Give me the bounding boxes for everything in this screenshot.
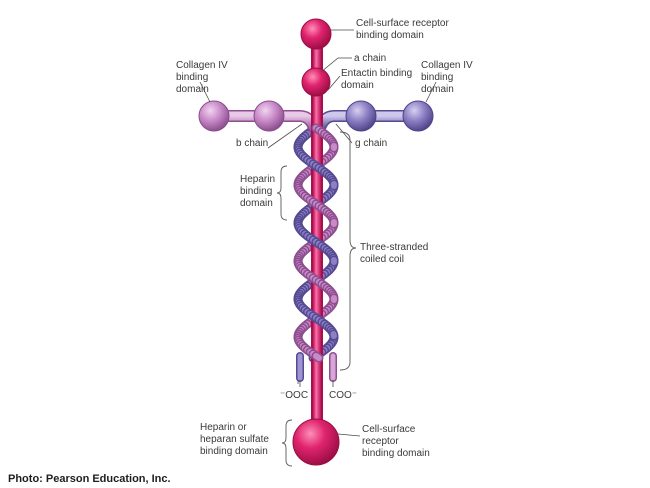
beta-strand-segment-core xyxy=(313,353,322,361)
heparin-label-line2: binding xyxy=(240,186,272,197)
heparan-brace xyxy=(281,419,293,467)
gamma-globular-domain-outer xyxy=(402,100,434,132)
beta-chain-label: b chain xyxy=(236,138,268,149)
heparin-label-line3: domain xyxy=(240,198,273,209)
alpha-top-globular-domain xyxy=(300,18,332,50)
cell-surface-bottom-label-line2: receptor xyxy=(362,436,399,447)
beta-globular-domain-outer xyxy=(198,100,230,132)
cell-surface-bottom-label-line1: Cell-surface xyxy=(362,424,416,435)
entactin-label-line1: Entactin binding xyxy=(341,68,412,79)
braces xyxy=(276,131,357,467)
beta-globular-domain-inner xyxy=(253,100,285,132)
labels: Cell-surface receptor binding domain a c… xyxy=(8,18,473,485)
coiled-coil-front xyxy=(293,123,339,363)
gamma-chain xyxy=(314,100,434,134)
coil-label-line1: Three-stranded xyxy=(360,242,428,253)
n-terminus-label: ⁻OOC xyxy=(280,390,308,401)
heparan-label-line2: heparan sulfate xyxy=(200,434,269,445)
leader-lines xyxy=(199,29,437,437)
gamma-chain-label: g chain xyxy=(355,138,387,149)
collagen-right-label-line3: domain xyxy=(421,84,454,95)
alpha-entactin-domain xyxy=(301,67,331,97)
collagen-left-label-line1: Collagen IV xyxy=(176,60,228,71)
heparin-label-line1: Heparin xyxy=(240,174,275,185)
collagen-left-label-line3: domain xyxy=(176,84,209,95)
alpha-chain-label: a chain xyxy=(354,53,386,64)
coil-label-line2: coiled coil xyxy=(360,254,404,265)
cell-surface-top-label-line1: Cell-surface receptor xyxy=(356,18,449,29)
heparan-label-line3: binding domain xyxy=(200,446,268,457)
heparin-brace xyxy=(276,165,288,221)
coil-brace xyxy=(339,131,357,371)
cell-surface-top-label-line2: binding domain xyxy=(356,30,424,41)
collagen-left-label-line2: binding xyxy=(176,72,208,83)
c-terminus-label: COO⁻ xyxy=(329,390,357,401)
cell-surface-bottom-label-line3: binding domain xyxy=(362,448,430,459)
entactin-label-line2: domain xyxy=(341,80,374,91)
photo-credit: Photo: Pearson Education, Inc. xyxy=(8,473,171,485)
alpha-bottom-globular-domain xyxy=(292,418,340,466)
gamma-globular-domain-inner xyxy=(345,100,377,132)
heparan-label-line1: Heparin or xyxy=(200,422,247,433)
beta-chain xyxy=(198,100,320,134)
collagen-right-label-line1: Collagen IV xyxy=(421,60,473,71)
collagen-right-label-line2: binding xyxy=(421,72,453,83)
